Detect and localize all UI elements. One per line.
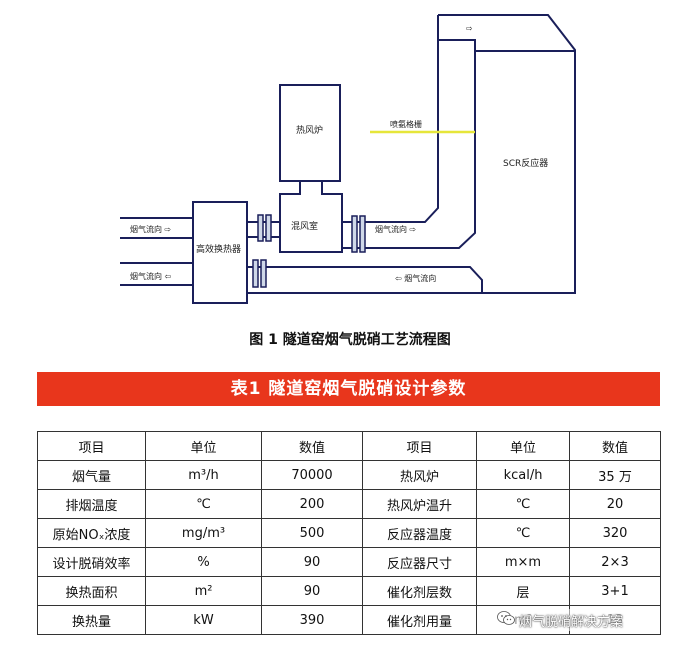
flange (265, 214, 272, 242)
table-row: 原始NOₓ浓度 mg/m³ 500 反应器温度 ℃ 320 (37, 518, 661, 548)
table-cell: 热风炉温升 (362, 489, 477, 519)
table-cell: 500 (261, 518, 363, 548)
scr-duct-left-wall (370, 40, 439, 223)
table-cell: % (145, 547, 262, 577)
scr-duct-inner (437, 15, 575, 52)
table-cell: 烟气量 (37, 460, 146, 490)
mixing-chamber-box (279, 181, 343, 253)
table-cell: 20 (569, 489, 661, 519)
table-cell: ℃ (476, 518, 570, 548)
table-cell: m³/h (145, 460, 262, 490)
table-cell: ℃ (145, 489, 262, 519)
table-cell: 3+1 (569, 576, 661, 606)
table-cell: 换热量 (37, 605, 146, 635)
figure-caption: 图 1 隧道窑烟气脱硝工艺流程图 (249, 332, 451, 348)
table-cell: 催化剂用量 (362, 605, 477, 635)
flange (252, 259, 259, 288)
table-cell: kcal/h (476, 460, 570, 490)
table-cell: mg/m³ (145, 518, 262, 548)
header-cell: 项目 (37, 431, 146, 461)
table-cell: m² (145, 576, 262, 606)
flue-right-bottom-label: ⇦ 烟气流向 (395, 273, 436, 283)
wechat-icon (497, 610, 515, 630)
flange (260, 259, 267, 288)
table-cell: 催化剂层数 (362, 576, 477, 606)
watermark: 烟气脱硝解决方案 (494, 609, 627, 631)
table-cell: 设计脱硝效率 (37, 547, 146, 577)
table-cell: 换热面积 (37, 576, 146, 606)
flue-out-left-label: 烟气流向 ⇦ (130, 271, 172, 281)
flue-right-top-label: 烟气流向 ⇨ (375, 224, 417, 234)
header-cell: 项目 (362, 431, 477, 461)
table-cell: 35 万 (569, 460, 661, 490)
table-header-row: 项目 单位 数值 项目 单位 数值 (37, 431, 661, 461)
table-cell: m×m (476, 547, 570, 577)
table-cell: 反应器温度 (362, 518, 477, 548)
header-cell: 数值 (569, 431, 661, 461)
table-title-banner: 表1 隧道窑烟气脱硝设计参数 (37, 372, 660, 406)
design-parameters-table: 项目 单位 数值 项目 单位 数值 烟气量 m³/h 70000 热风炉 kca… (37, 431, 661, 635)
flange (351, 215, 358, 253)
header-cell: 单位 (476, 431, 570, 461)
flue-in-left-label: 烟气流向 ⇨ (130, 224, 172, 234)
header-cell: 数值 (261, 431, 363, 461)
table-cell: 层 (476, 576, 570, 606)
table-row: 烟气量 m³/h 70000 热风炉 kcal/h 35 万 (37, 460, 661, 490)
table-cell: 热风炉 (362, 460, 477, 490)
table-cell: 2×3 (569, 547, 661, 577)
hot-air-furnace-box (279, 84, 341, 182)
table-cell: 排烟温度 (37, 489, 146, 519)
flange (257, 214, 264, 242)
top-arrow-label: ⇨ (466, 24, 473, 33)
table-cell: 原始NOₓ浓度 (37, 518, 146, 548)
table-cell: 90 (261, 547, 363, 577)
ammonia-injection-label: 喷氨格栅 (390, 119, 422, 129)
heat-exchanger-box (192, 201, 248, 304)
table-cell: 70000 (261, 460, 363, 490)
header-cell: 单位 (145, 431, 262, 461)
scr-inlet-duct (370, 51, 476, 249)
table-row: 排烟温度 ℃ 200 热风炉温升 ℃ 20 (37, 489, 661, 519)
hot-air-furnace-label: 热风炉 (296, 124, 323, 136)
heat-exchanger-label: 高效换热器 (196, 243, 241, 255)
process-flow-diagram: 热风炉 混风室 高效换热器 SCR反应器 喷氨格栅 烟气流向 ⇨ 烟气流向 ⇦ … (120, 14, 576, 304)
table-cell: kW (145, 605, 262, 635)
table-cell: ℃ (476, 489, 570, 519)
watermark-text: 烟气脱硝解决方案 (519, 614, 624, 630)
mixing-chamber-label: 混风室 (291, 220, 318, 232)
table-cell: 反应器尺寸 (362, 547, 477, 577)
flange (359, 215, 366, 253)
table-row: 设计脱硝效率 % 90 反应器尺寸 m×m 2×3 (37, 547, 661, 577)
table-cell: 390 (261, 605, 363, 635)
return-duct (247, 266, 483, 293)
table-cell: 320 (569, 518, 661, 548)
table-cell: 200 (261, 489, 363, 519)
scr-reactor-label: SCR反应器 (503, 157, 548, 169)
table-cell: 90 (261, 576, 363, 606)
table-row: 换热面积 m² 90 催化剂层数 层 3+1 (37, 576, 661, 606)
